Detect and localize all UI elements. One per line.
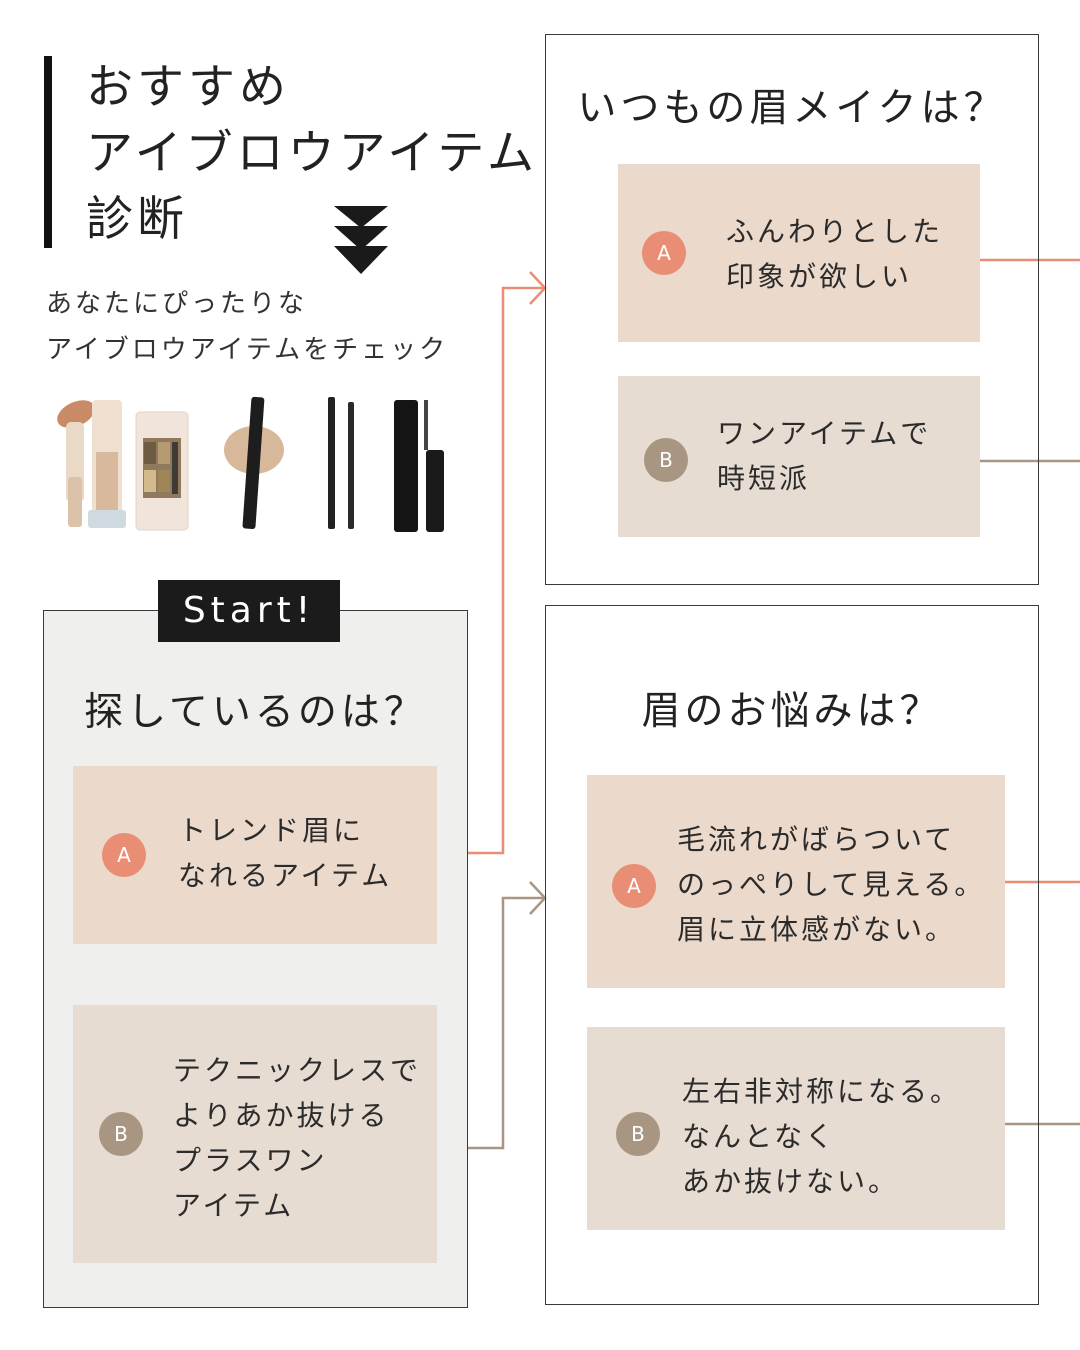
eyebrow-products-image (57, 396, 444, 532)
option-3b-card[interactable]: B 左右非対称になる。 なんとなく あか抜けない。 (587, 1027, 1005, 1230)
question-heading-3: 眉のお悩みは？ (641, 689, 943, 734)
subtitle-line-1: あなたにぴったりな (46, 289, 308, 319)
option-badge-b: B (616, 1112, 660, 1156)
question-heading-1: 探しているのは？ (84, 690, 427, 735)
title-line-2: アイブロウアイテム (86, 126, 538, 181)
option-3a-text: 毛流れがばらついて のっぺりして見える。 眉に立体感がない。 (677, 823, 986, 946)
option-1b-card[interactable]: B テクニックレスで よりあか抜ける プラスワン アイテム (73, 1005, 437, 1263)
option-3b-text: 左右非対称になる。 なんとなく あか抜けない。 (682, 1075, 962, 1198)
subtitle-line-2: アイブロウアイテムをチェック (46, 335, 449, 365)
option-badge-a: A (642, 231, 686, 275)
option-2a-text: ふんわりとした 印象が欲しい (726, 215, 944, 293)
option-badge-a: A (102, 833, 146, 877)
option-2b-card[interactable]: B ワンアイテムで 時短派 (618, 376, 980, 537)
option-2b-text: ワンアイテムで 時短派 (717, 417, 932, 495)
option-3a-card[interactable]: A 毛流れがばらついて のっぺりして見える。 眉に立体感がない。 (587, 775, 1005, 988)
option-badge-b: B (99, 1112, 143, 1156)
title-line-3: 診断 (86, 192, 188, 247)
question-panel-3 (545, 605, 1039, 1305)
question-heading-2: いつもの眉メイクは？ (577, 86, 1007, 131)
start-label: Start! (158, 580, 340, 642)
option-badge-b: B (644, 438, 688, 482)
option-1b-text: テクニックレスで よりあか抜ける プラスワン アイテム (173, 1054, 422, 1222)
triple-chevron-down-icon (334, 206, 388, 274)
connector-q1a-to-q2 (436, 286, 545, 855)
connector-q1b-to-q3 (436, 896, 545, 1150)
option-1a-card[interactable]: A トレンド眉に なれるアイテム (73, 766, 437, 944)
title-accent-bar (44, 56, 52, 248)
question-panel-2 (545, 34, 1039, 585)
option-1a-text: トレンド眉に なれるアイテム (178, 814, 393, 892)
option-badge-a: A (612, 864, 656, 908)
title-line-1: おすすめ (86, 60, 290, 115)
option-2a-card[interactable]: A ふんわりとした 印象が欲しい (618, 164, 980, 342)
